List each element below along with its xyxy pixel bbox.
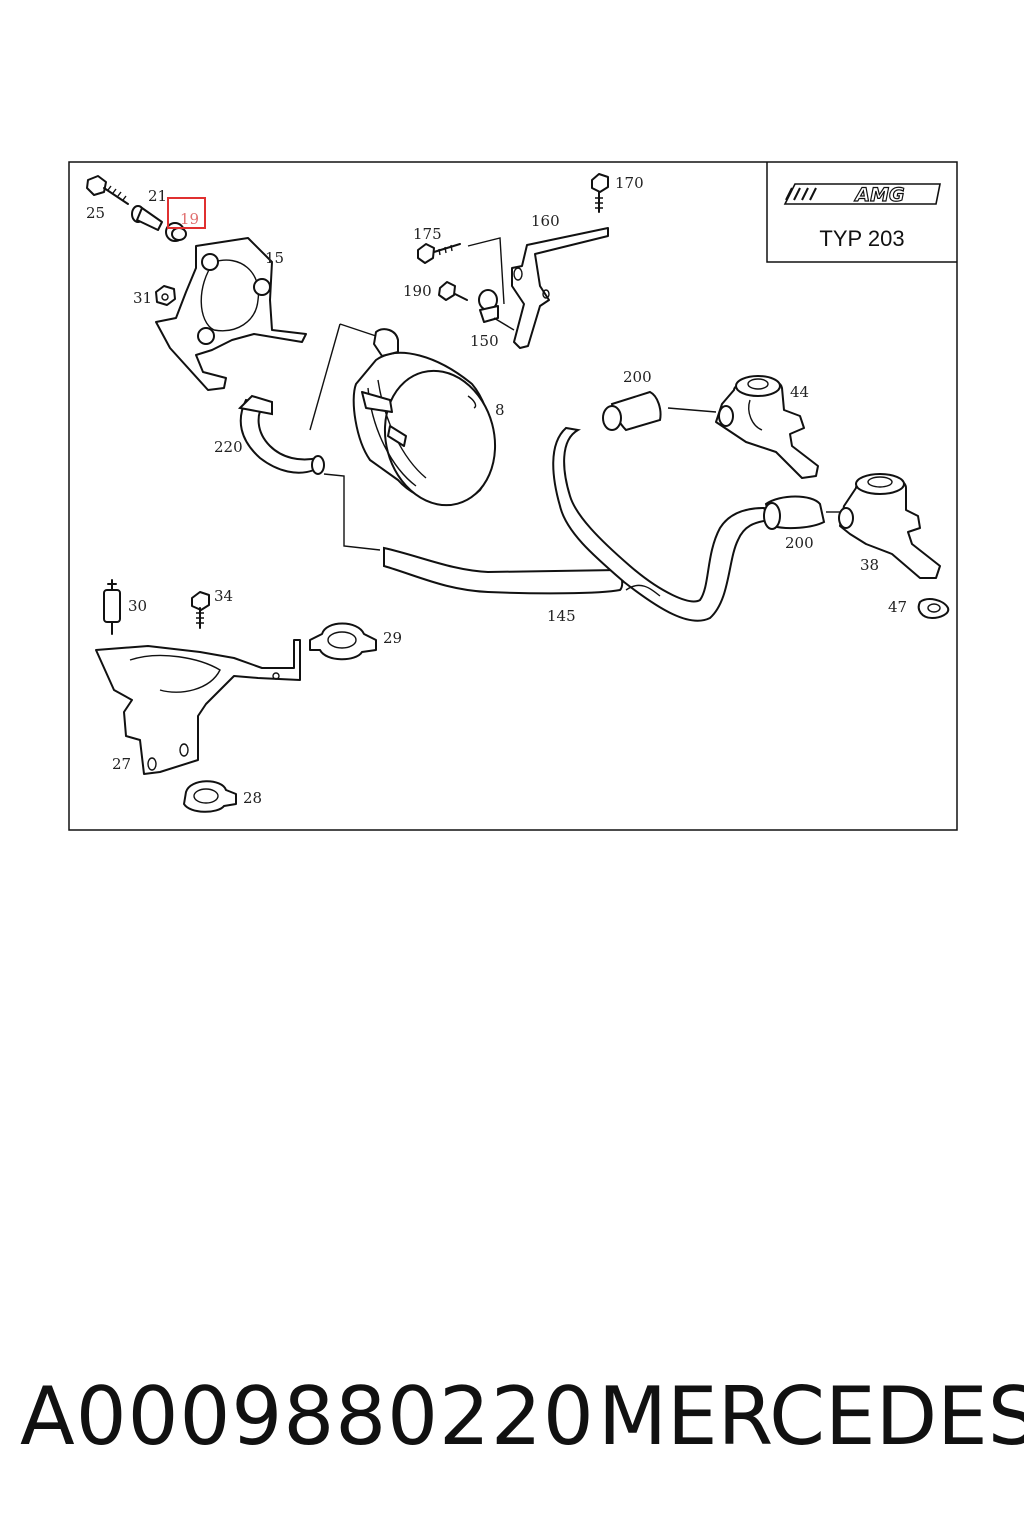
clamp-29 — [309, 622, 377, 661]
callout-200-lower: 200 — [785, 534, 814, 552]
callout-200-top: 200 — [623, 368, 652, 386]
amg-logo-text: AMG — [853, 184, 904, 206]
bracket-160 — [511, 227, 609, 349]
nut-31 — [155, 285, 176, 306]
callout-175: 175 — [413, 225, 442, 243]
callout-28: 28 — [243, 789, 262, 807]
part-number: A0009880220 — [20, 1370, 595, 1463]
callout-8: 8 — [495, 401, 505, 419]
callout-21: 21 — [148, 187, 167, 205]
callout-38: 38 — [860, 556, 879, 574]
bracket-27 — [95, 639, 301, 775]
parts-diagram: AMG TYP 203 — [68, 161, 958, 831]
clip-150 — [478, 289, 499, 323]
callout-30: 30 — [128, 597, 147, 615]
callout-19-highlight — [167, 197, 206, 229]
amg-logo: AMG — [783, 183, 941, 207]
callout-44: 44 — [790, 383, 809, 401]
callout-34: 34 — [214, 587, 233, 605]
bolt-25 — [86, 175, 129, 205]
callout-25: 25 — [86, 204, 105, 222]
callout-220: 220 — [214, 438, 243, 456]
hose-220 — [237, 394, 325, 475]
screw-34 — [191, 591, 210, 629]
valve-38 — [838, 473, 941, 579]
bolt-21 — [131, 205, 163, 231]
callout-150: 150 — [470, 332, 499, 350]
elbow-hose-200-top — [602, 390, 662, 432]
callout-19: 19 — [180, 210, 199, 228]
callout-29: 29 — [383, 629, 402, 647]
air-pump-8 — [352, 328, 497, 507]
callout-170: 170 — [615, 174, 644, 192]
callout-190: 190 — [403, 282, 432, 300]
bolt-175 — [417, 243, 461, 264]
callout-15: 15 — [265, 249, 284, 267]
bolt-170 — [591, 173, 609, 213]
amg-logo-box: AMG TYP 203 — [766, 162, 957, 263]
brand-name: MERCEDES — [598, 1370, 1024, 1463]
type-label: TYP 203 — [819, 226, 904, 251]
callout-160: 160 — [531, 212, 560, 230]
elbow-hose-200-lower — [763, 495, 826, 530]
gasket-47 — [917, 598, 950, 619]
spacer-30 — [103, 579, 121, 635]
valve-44 — [715, 375, 819, 479]
bracket-15 — [155, 237, 307, 391]
bolt-190 — [438, 281, 468, 301]
callout-145: 145 — [547, 607, 576, 625]
callout-31: 31 — [133, 289, 152, 307]
callout-47: 47 — [888, 598, 907, 616]
callout-27: 27 — [112, 755, 131, 773]
clamp-28 — [183, 780, 237, 813]
